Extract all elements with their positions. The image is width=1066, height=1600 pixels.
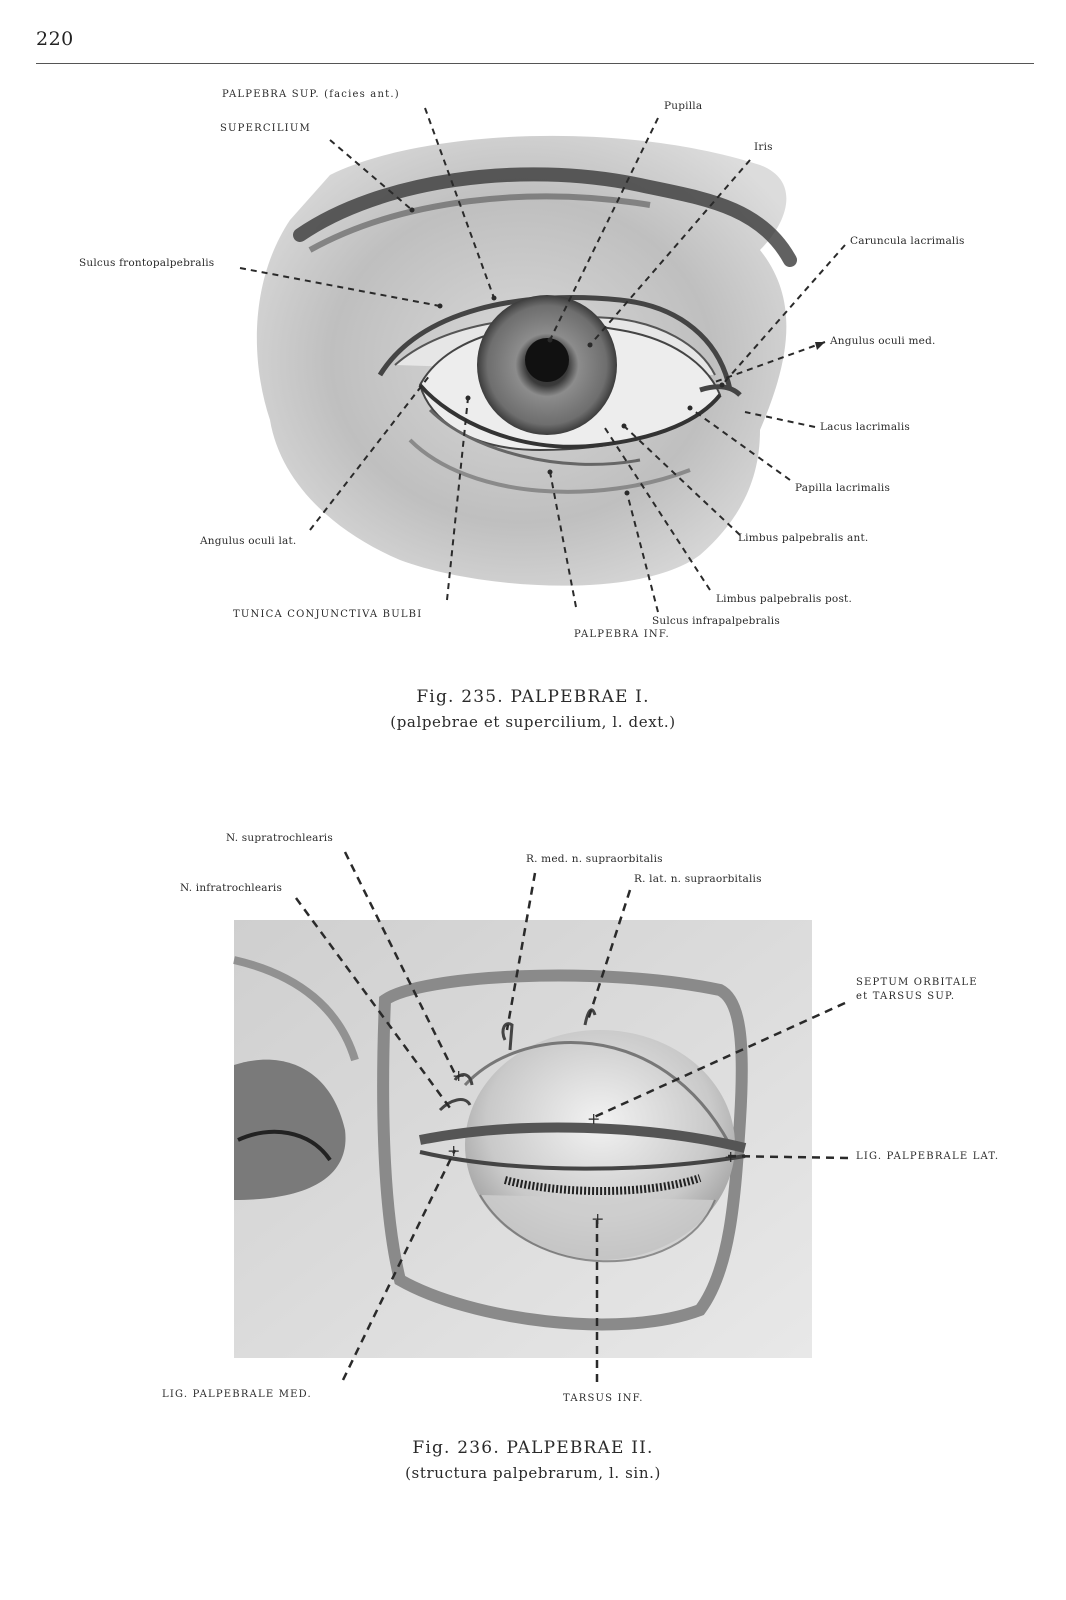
svg-text:+: + [452, 1066, 465, 1085]
figure-236-caption: Fig. 236. PALPEBRAE II. (structura palpe… [0, 1438, 1066, 1482]
svg-text:+: + [587, 1109, 600, 1128]
label-lig-palpebrale-med: LIG. PALPEBRALE MED. [162, 1389, 312, 1400]
fig235-leader-lines [239, 107, 846, 613]
label-pupilla: Pupilla [664, 100, 703, 112]
fig235-leader-markers [409, 207, 825, 496]
label-r-lat-n-supraorbitalis: R. lat. n. supraorbitalis [634, 873, 762, 885]
label-papilla-lacrimalis: Papilla lacrimalis [795, 482, 891, 494]
eyelid-structure-illustration [233, 920, 812, 1358]
page-number: 220 [36, 28, 74, 50]
figure-235-subtitle: (palpebrae et supercilium, l. dext.) [390, 713, 676, 731]
label-r-med-n-supraorbitalis: R. med. n. supraorbitalis [526, 853, 663, 865]
label-angulus-oculi-med: Angulus oculi med. [830, 335, 936, 347]
label-n-supratrochlearis: N. supratrochlearis [226, 832, 333, 844]
figure-235-title: Fig. 235. PALPEBRAE I. [416, 687, 650, 707]
label-n-infratrochlearis: N. infratrochlearis [180, 882, 283, 894]
svg-text:+: + [447, 1141, 460, 1160]
label-iris: Iris [754, 141, 773, 153]
label-sulcus-infrapalpebralis: Sulcus infrapalpebralis [652, 615, 780, 627]
label-tunica-conjunctiva-bulbi: TUNICA CONJUNCTIVA BULBI [233, 609, 423, 620]
label-septum-orbitale: SEPTUM ORBITALE [856, 977, 978, 988]
label-tarsus-sup: et TARSUS SUP. [856, 991, 956, 1002]
label-angulus-oculi-lat: Angulus oculi lat. [200, 535, 297, 547]
eye-illustration [256, 135, 797, 586]
label-lacus-lacrimalis: Lacus lacrimalis [820, 421, 910, 433]
label-sulcus-frontopalpebralis: Sulcus frontopalpebralis [79, 257, 215, 269]
label-lig-palpebrale-lat: LIG. PALPEBRALE LAT. [856, 1151, 1000, 1162]
fig236-leader-lines [294, 851, 849, 1382]
label-limbus-palpebralis-ant: Limbus palpebralis ant. [738, 532, 869, 544]
label-palpebra-inf: PALPEBRA INF. [574, 629, 670, 640]
figure-236-subtitle: (structura palpebrarum, l. sin.) [405, 1464, 661, 1482]
label-supercilium: SUPERCILIUM [220, 123, 311, 134]
figure-235-caption: Fig. 235. PALPEBRAE I. (palpebrae et sup… [0, 687, 1066, 731]
figure-236-title: Fig. 236. PALPEBRAE II. [412, 1438, 654, 1458]
label-tarsus-inf: TARSUS INF. [563, 1393, 644, 1404]
label-caruncula-lacrimalis: Caruncula lacrimalis [850, 235, 965, 247]
label-palpebra-sup: PALPEBRA SUP. (facies ant.) [222, 89, 400, 100]
header-rule [36, 63, 1034, 64]
svg-text:+: + [724, 1147, 737, 1166]
fig236-leader-markers: + + + + + [447, 1066, 737, 1228]
label-limbus-palpebralis-post: Limbus palpebralis post. [716, 593, 853, 605]
svg-text:+: + [591, 1209, 604, 1228]
